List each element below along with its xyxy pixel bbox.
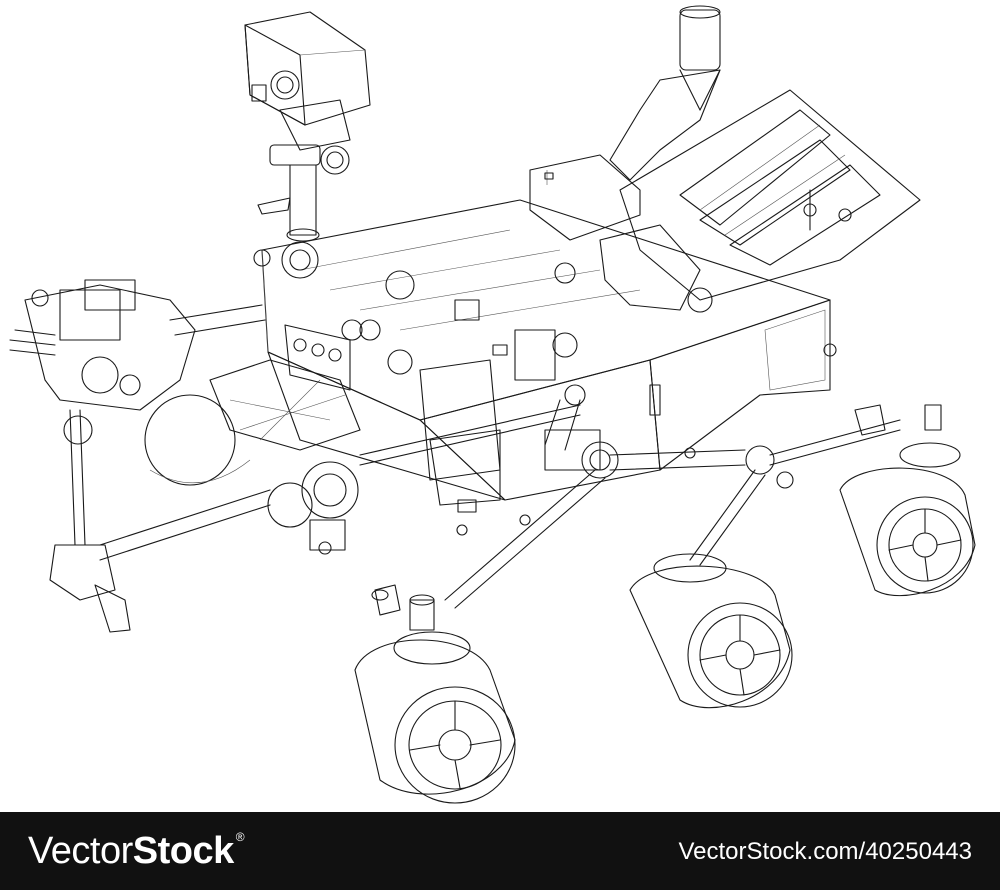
brand-light-text: Vector	[28, 830, 133, 872]
registered-mark: ®	[235, 830, 245, 844]
rover-wireframe-illustration	[9, 5, 976, 804]
robotic-arm	[9, 279, 361, 633]
brand-bold-text: Stock	[132, 830, 234, 872]
wheel-front	[354, 584, 516, 804]
suspension	[359, 384, 901, 609]
rtg-power-unit	[599, 5, 921, 357]
watermark-footer-bar: VectorStock® VectorStock.com/40250443	[0, 812, 1000, 890]
rover-chassis	[261, 154, 831, 536]
remote-sensing-mast	[244, 11, 371, 279]
image-reference-text: VectorStock.com/40250443	[678, 838, 972, 865]
vectorstock-logo: VectorStock®	[28, 830, 245, 873]
wheel-middle	[629, 553, 793, 709]
wheel-rear	[839, 404, 976, 597]
rover-drawing	[9, 5, 976, 804]
